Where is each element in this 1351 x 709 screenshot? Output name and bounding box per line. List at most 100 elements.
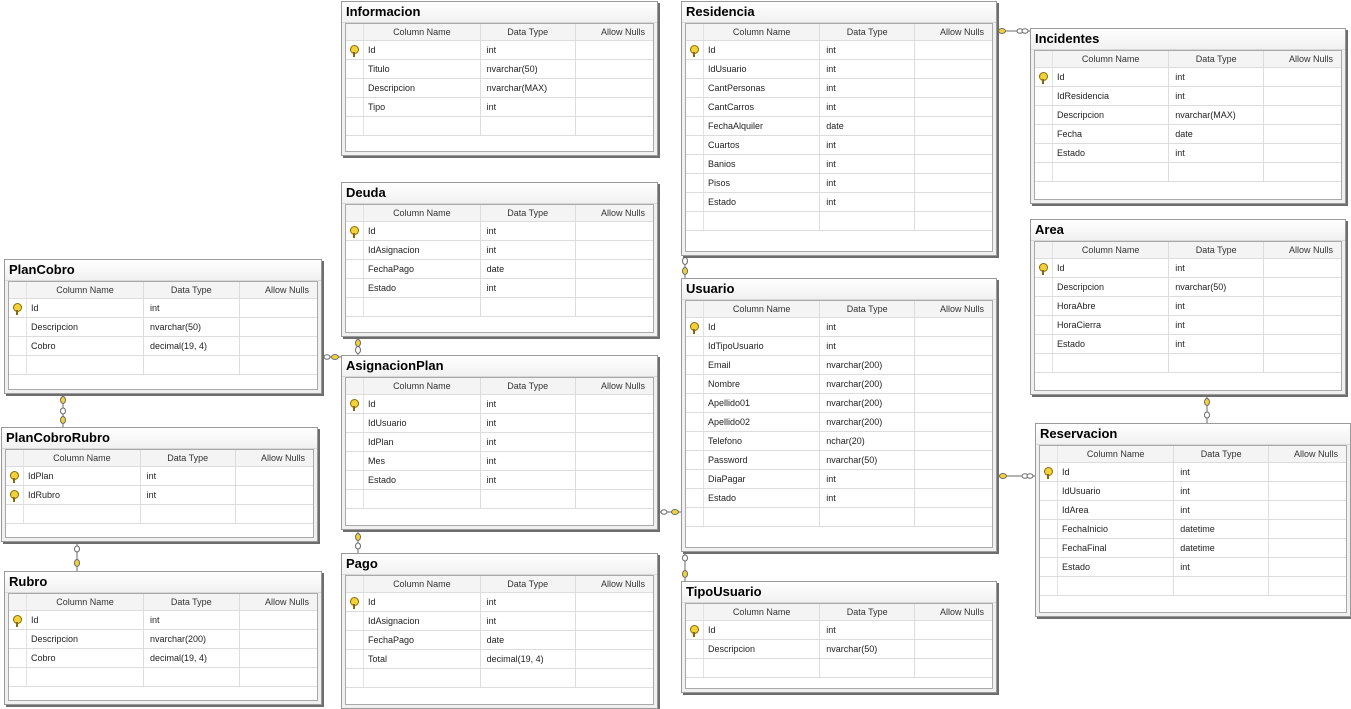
data-type-cell[interactable]: int — [144, 299, 240, 317]
row-selector[interactable] — [1040, 501, 1058, 519]
row-selector[interactable] — [346, 117, 364, 135]
row-selector[interactable] — [686, 470, 704, 488]
row-selector[interactable] — [6, 505, 24, 523]
column-name-cell[interactable]: IdArea — [1058, 501, 1175, 519]
allow-nulls-cell[interactable] — [576, 490, 653, 508]
row-selector[interactable] — [346, 612, 364, 630]
allow-nulls-cell[interactable] — [236, 467, 313, 485]
row-selector[interactable] — [346, 471, 364, 489]
new-column-row[interactable] — [346, 117, 653, 136]
column-name-cell[interactable]: Id — [27, 611, 145, 629]
row-selector[interactable] — [686, 394, 704, 412]
row-selector[interactable] — [9, 337, 27, 355]
row-selector[interactable] — [1035, 278, 1053, 296]
column-name-cell[interactable]: IdRubro — [24, 486, 141, 504]
data-type-cell[interactable]: int — [1169, 144, 1265, 162]
row-selector[interactable] — [9, 649, 27, 667]
allow-nulls-cell[interactable] — [576, 669, 653, 687]
row-selector[interactable] — [686, 508, 704, 526]
data-type-cell[interactable]: nvarchar(50) — [144, 318, 240, 336]
allow-nulls-cell[interactable] — [576, 79, 653, 97]
column-name-cell[interactable]: Id — [704, 318, 821, 336]
allow-nulls-cell[interactable] — [236, 486, 313, 504]
column-name-cell[interactable]: IdAsignacion — [364, 612, 481, 630]
row-selector[interactable] — [346, 41, 364, 59]
allow-nulls-cell[interactable] — [576, 471, 653, 489]
allow-nulls-cell[interactable] — [1264, 316, 1341, 334]
table-title[interactable]: Informacion — [342, 2, 657, 23]
column-name-cell[interactable] — [364, 117, 481, 135]
row-selector[interactable] — [346, 490, 364, 508]
row-selector[interactable] — [686, 155, 704, 173]
column-name-cell[interactable]: Id — [704, 621, 821, 639]
allow-nulls-cell[interactable] — [915, 640, 992, 658]
allow-nulls-cell[interactable] — [576, 650, 653, 668]
column-name-cell[interactable] — [364, 669, 481, 687]
column-name-cell[interactable]: CantPersonas — [704, 79, 821, 97]
allow-nulls-cell[interactable] — [576, 279, 653, 297]
row-selector[interactable] — [9, 611, 27, 629]
data-type-cell[interactable]: int — [481, 433, 576, 451]
row-selector[interactable] — [1040, 463, 1058, 481]
column-name-cell[interactable] — [24, 505, 141, 523]
allow-nulls-cell[interactable] — [1269, 558, 1346, 576]
row-selector[interactable] — [9, 299, 27, 317]
data-type-cell[interactable]: nvarchar(50) — [481, 60, 576, 78]
row-selector[interactable] — [686, 136, 704, 154]
allow-nulls-cell[interactable] — [915, 98, 992, 116]
row-selector[interactable] — [6, 467, 24, 485]
table-title[interactable]: AsignacionPlan — [342, 356, 657, 377]
row-selector[interactable] — [346, 298, 364, 316]
data-type-cell[interactable]: int — [481, 471, 576, 489]
table-title[interactable]: Usuario — [682, 279, 996, 300]
data-type-cell[interactable]: int — [481, 612, 576, 630]
row-selector[interactable] — [1040, 520, 1058, 538]
table-title[interactable]: Rubro — [5, 572, 321, 593]
column-name-cell[interactable] — [1053, 163, 1170, 181]
table-title[interactable]: Reservacion — [1036, 424, 1350, 445]
column-name-cell[interactable]: Id — [364, 41, 481, 59]
allow-nulls-cell[interactable] — [915, 451, 992, 469]
data-type-cell[interactable]: date — [820, 117, 916, 135]
new-column-row[interactable] — [1035, 354, 1341, 373]
column-name-cell[interactable] — [1058, 577, 1175, 595]
column-name-cell[interactable]: Telefono — [704, 432, 821, 450]
data-type-cell[interactable] — [481, 117, 576, 135]
table-title[interactable]: Deuda — [342, 183, 657, 204]
column-name-cell[interactable]: Apellido01 — [704, 394, 821, 412]
column-name-cell[interactable]: CantCarros — [704, 98, 821, 116]
row-selector[interactable] — [686, 193, 704, 211]
data-type-cell[interactable]: int — [1169, 87, 1265, 105]
data-type-cell[interactable]: int — [1174, 482, 1270, 500]
column-name-cell[interactable]: Total — [364, 650, 481, 668]
data-type-cell[interactable]: date — [1169, 125, 1265, 143]
allow-nulls-cell[interactable] — [915, 621, 992, 639]
column-name-cell[interactable]: FechaPago — [364, 631, 481, 649]
row-selector[interactable] — [1035, 68, 1053, 86]
data-type-cell[interactable]: nvarchar(200) — [820, 394, 916, 412]
allow-nulls-cell[interactable] — [915, 432, 992, 450]
data-type-cell[interactable]: nvarchar(MAX) — [1169, 106, 1265, 124]
data-type-cell[interactable]: decimal(19, 4) — [481, 650, 576, 668]
allow-nulls-cell[interactable] — [240, 649, 318, 667]
new-column-row[interactable] — [346, 298, 653, 317]
new-column-row[interactable] — [6, 505, 313, 524]
column-name-cell[interactable]: Descripcion — [364, 79, 481, 97]
